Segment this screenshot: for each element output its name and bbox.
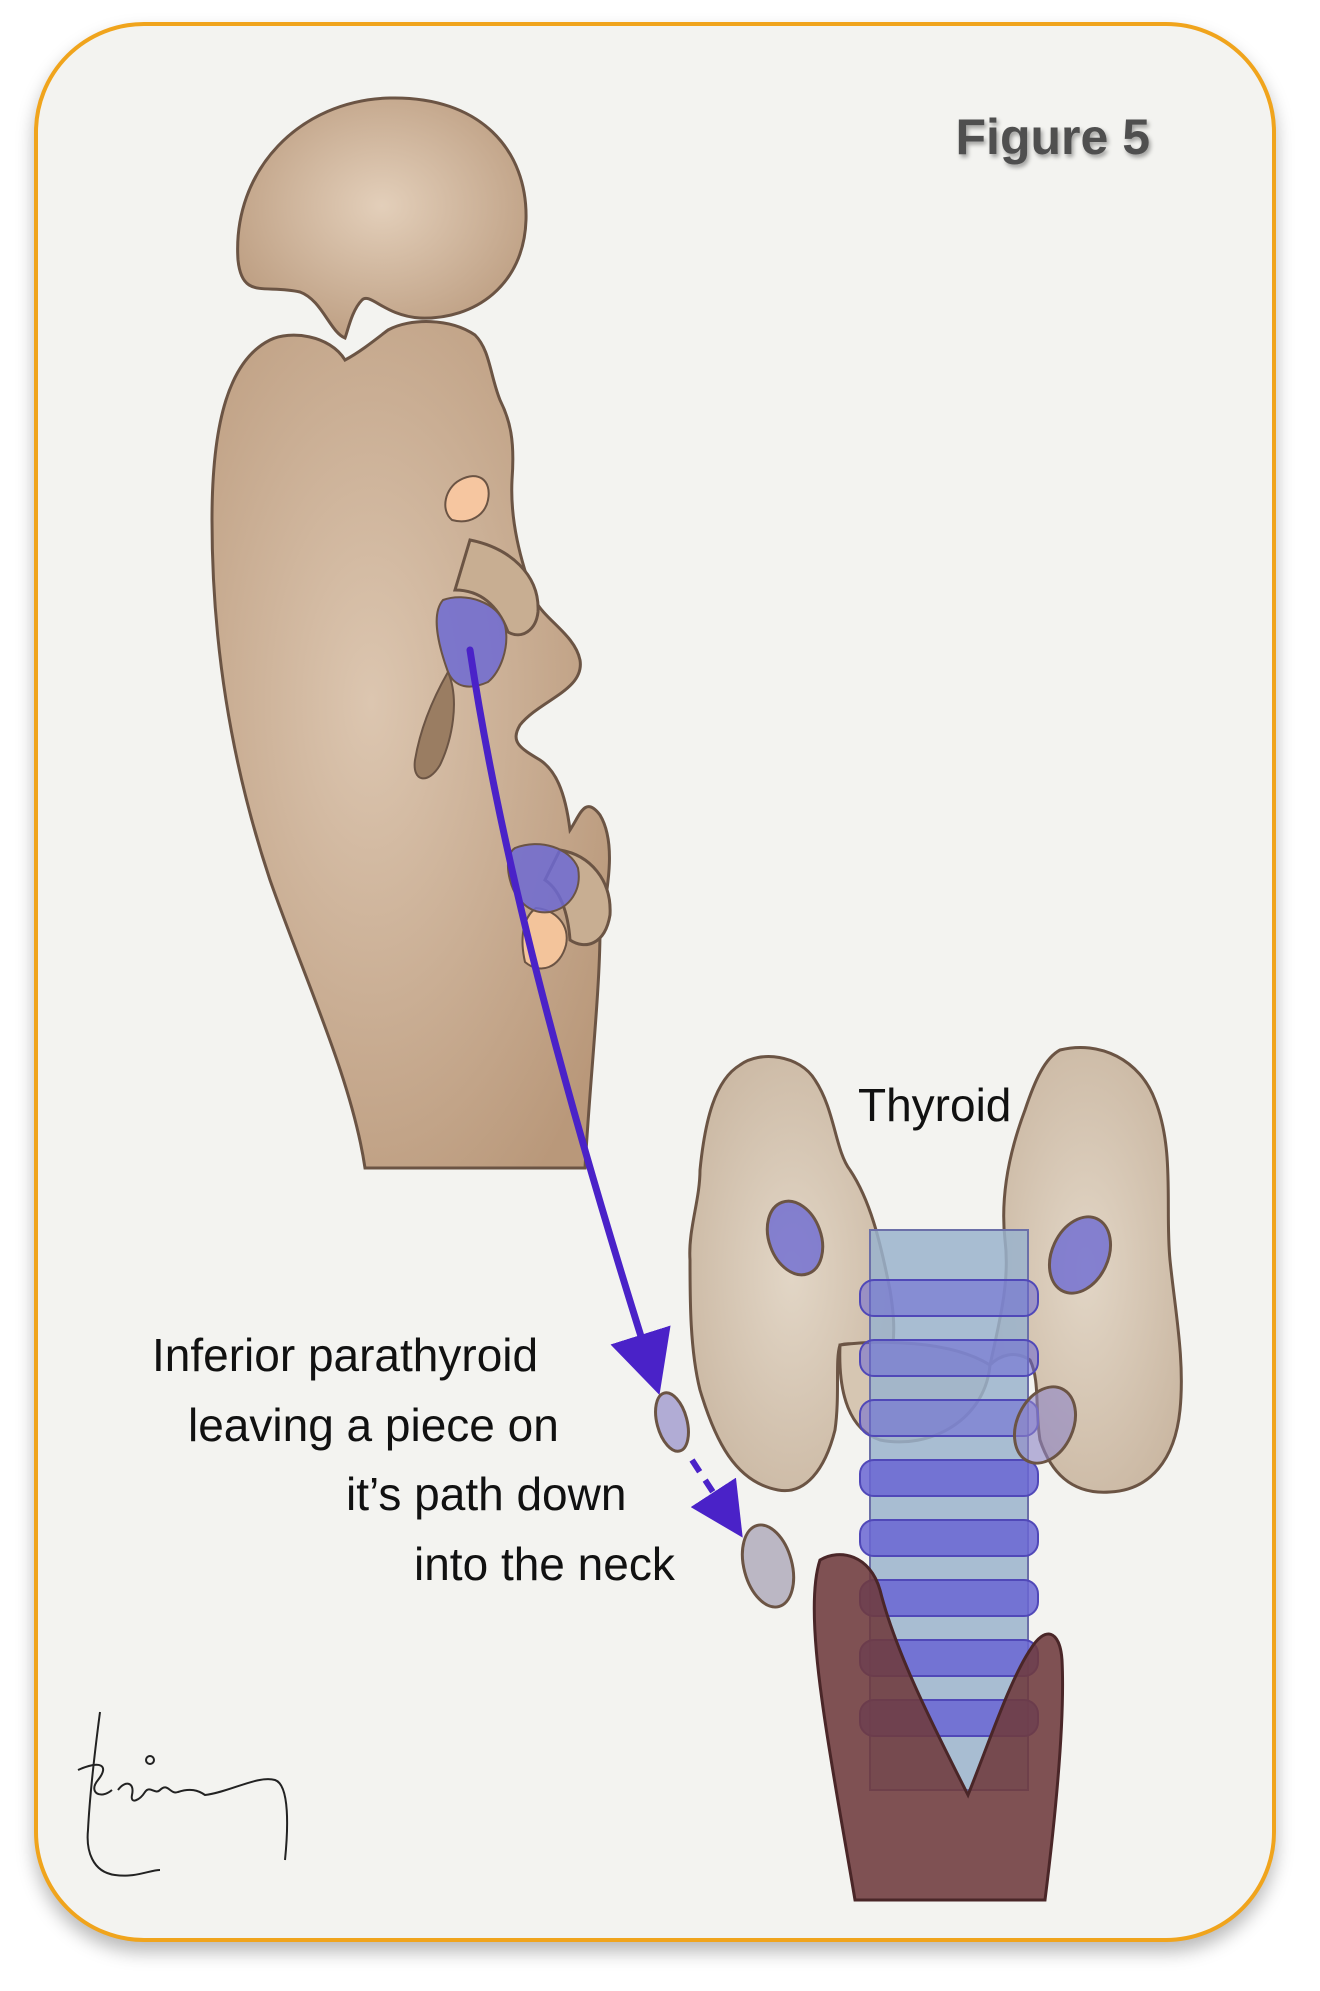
caption-line-1: Inferior parathyroid xyxy=(152,1328,538,1382)
artist-signature xyxy=(78,1712,287,1876)
caption-line-4: into the neck xyxy=(414,1537,675,1591)
inferior-parathyroid-gland xyxy=(734,1519,802,1613)
pharyngeal-body xyxy=(212,322,609,1168)
trachea-ring xyxy=(860,1340,1038,1376)
trachea-ring xyxy=(860,1460,1038,1496)
caption-line-2: leaving a piece on xyxy=(188,1398,559,1452)
ectopic-parathyroid-remnant xyxy=(650,1389,695,1455)
trachea-ring xyxy=(860,1280,1038,1316)
trachea-ring xyxy=(860,1400,1038,1436)
trachea-ring xyxy=(860,1520,1038,1556)
head-lobe xyxy=(238,98,526,338)
thyroid-label: Thyroid xyxy=(858,1078,1011,1132)
figure-title: Figure 5 xyxy=(956,108,1150,166)
caption-line-3: it’s path down xyxy=(346,1467,626,1521)
dashed-path-arrow xyxy=(692,1460,728,1515)
